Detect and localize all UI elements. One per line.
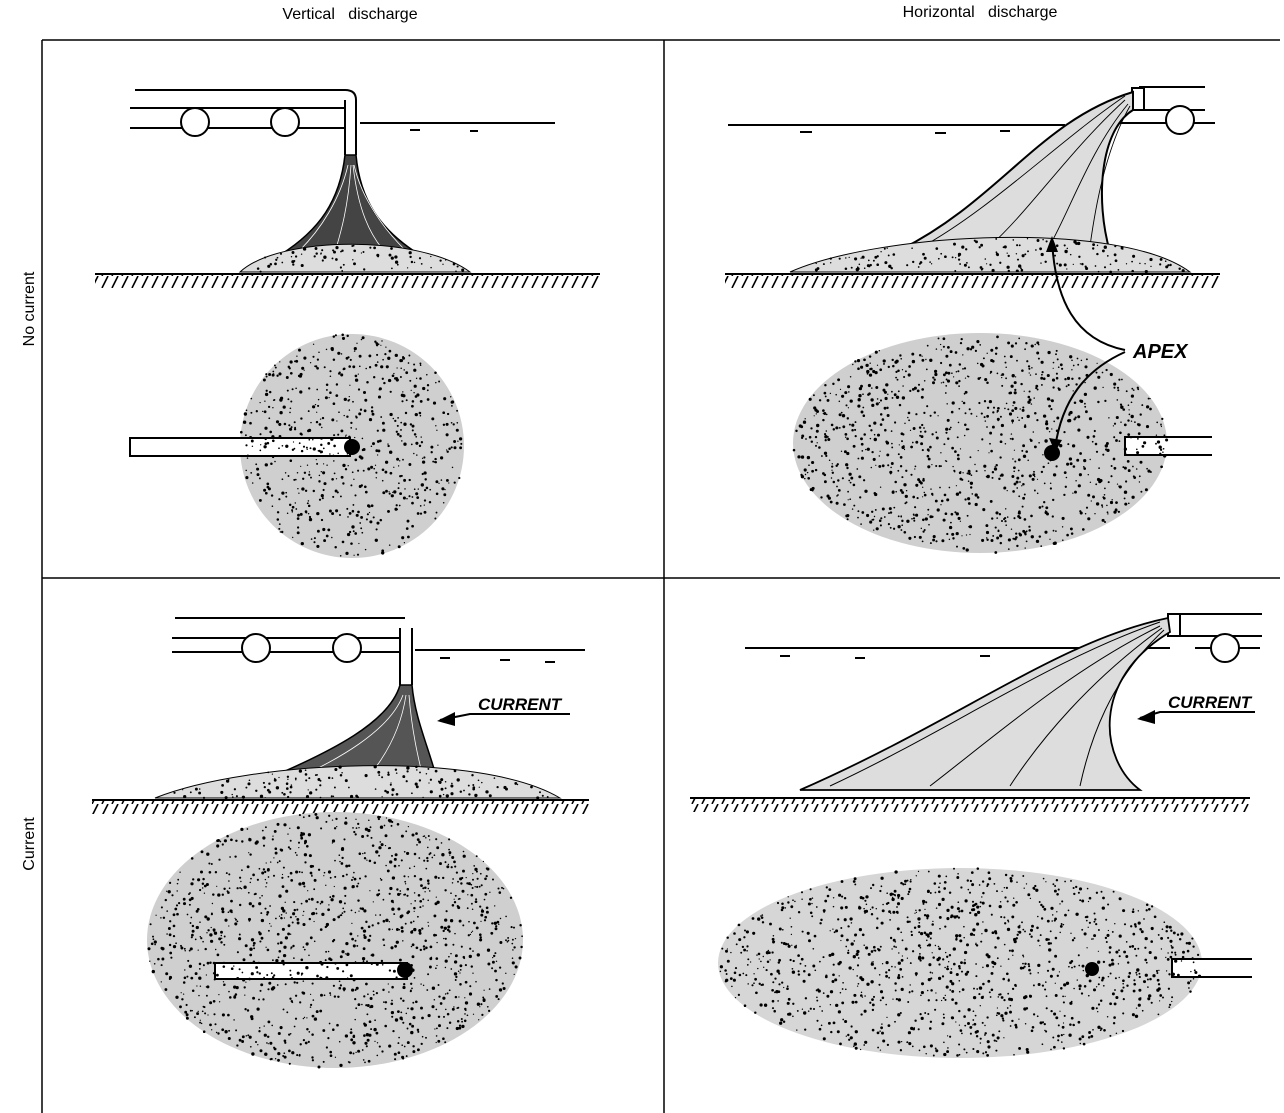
panel-vertical-no-current bbox=[95, 90, 600, 558]
current-arrow bbox=[440, 714, 570, 720]
barge-pipeline bbox=[1132, 87, 1205, 110]
deposit-plan-view bbox=[718, 868, 1202, 1058]
float-circle bbox=[1166, 106, 1194, 134]
discharge-point bbox=[1085, 962, 1099, 976]
panel-vertical-current: CURRENT bbox=[92, 618, 589, 1068]
current-label: CURRENT bbox=[478, 695, 563, 714]
apex-label: APEX bbox=[1132, 341, 1189, 363]
water-surface bbox=[415, 650, 585, 662]
water-surface bbox=[745, 648, 1260, 658]
pipe-plan-view bbox=[130, 438, 350, 456]
discharge-point bbox=[397, 962, 413, 978]
seabed-hatch bbox=[92, 800, 589, 814]
current-arrow bbox=[1140, 712, 1255, 718]
pipe-plan-view bbox=[1172, 959, 1252, 977]
sediment-mound bbox=[240, 244, 470, 272]
deposit-plan-view bbox=[793, 333, 1167, 553]
seabed-hatch bbox=[95, 274, 600, 288]
barge-pipeline bbox=[1168, 614, 1262, 636]
arrow-head-icon bbox=[437, 712, 455, 726]
barge-pipeline bbox=[172, 618, 412, 685]
water-surface bbox=[728, 123, 1215, 133]
arrow-head-icon bbox=[1137, 710, 1155, 724]
discharge-plume bbox=[280, 155, 420, 255]
seabed-hatch bbox=[690, 798, 1250, 812]
discharge-plume bbox=[800, 618, 1170, 790]
sediment-mound bbox=[790, 237, 1190, 272]
float-circle bbox=[1211, 634, 1239, 662]
water-surface bbox=[360, 123, 555, 131]
sediment-mound bbox=[155, 766, 560, 798]
seabed-hatch bbox=[725, 274, 1220, 288]
float-circle bbox=[181, 108, 299, 136]
barge-pipeline bbox=[130, 90, 356, 155]
current-label: CURRENT bbox=[1168, 693, 1253, 712]
